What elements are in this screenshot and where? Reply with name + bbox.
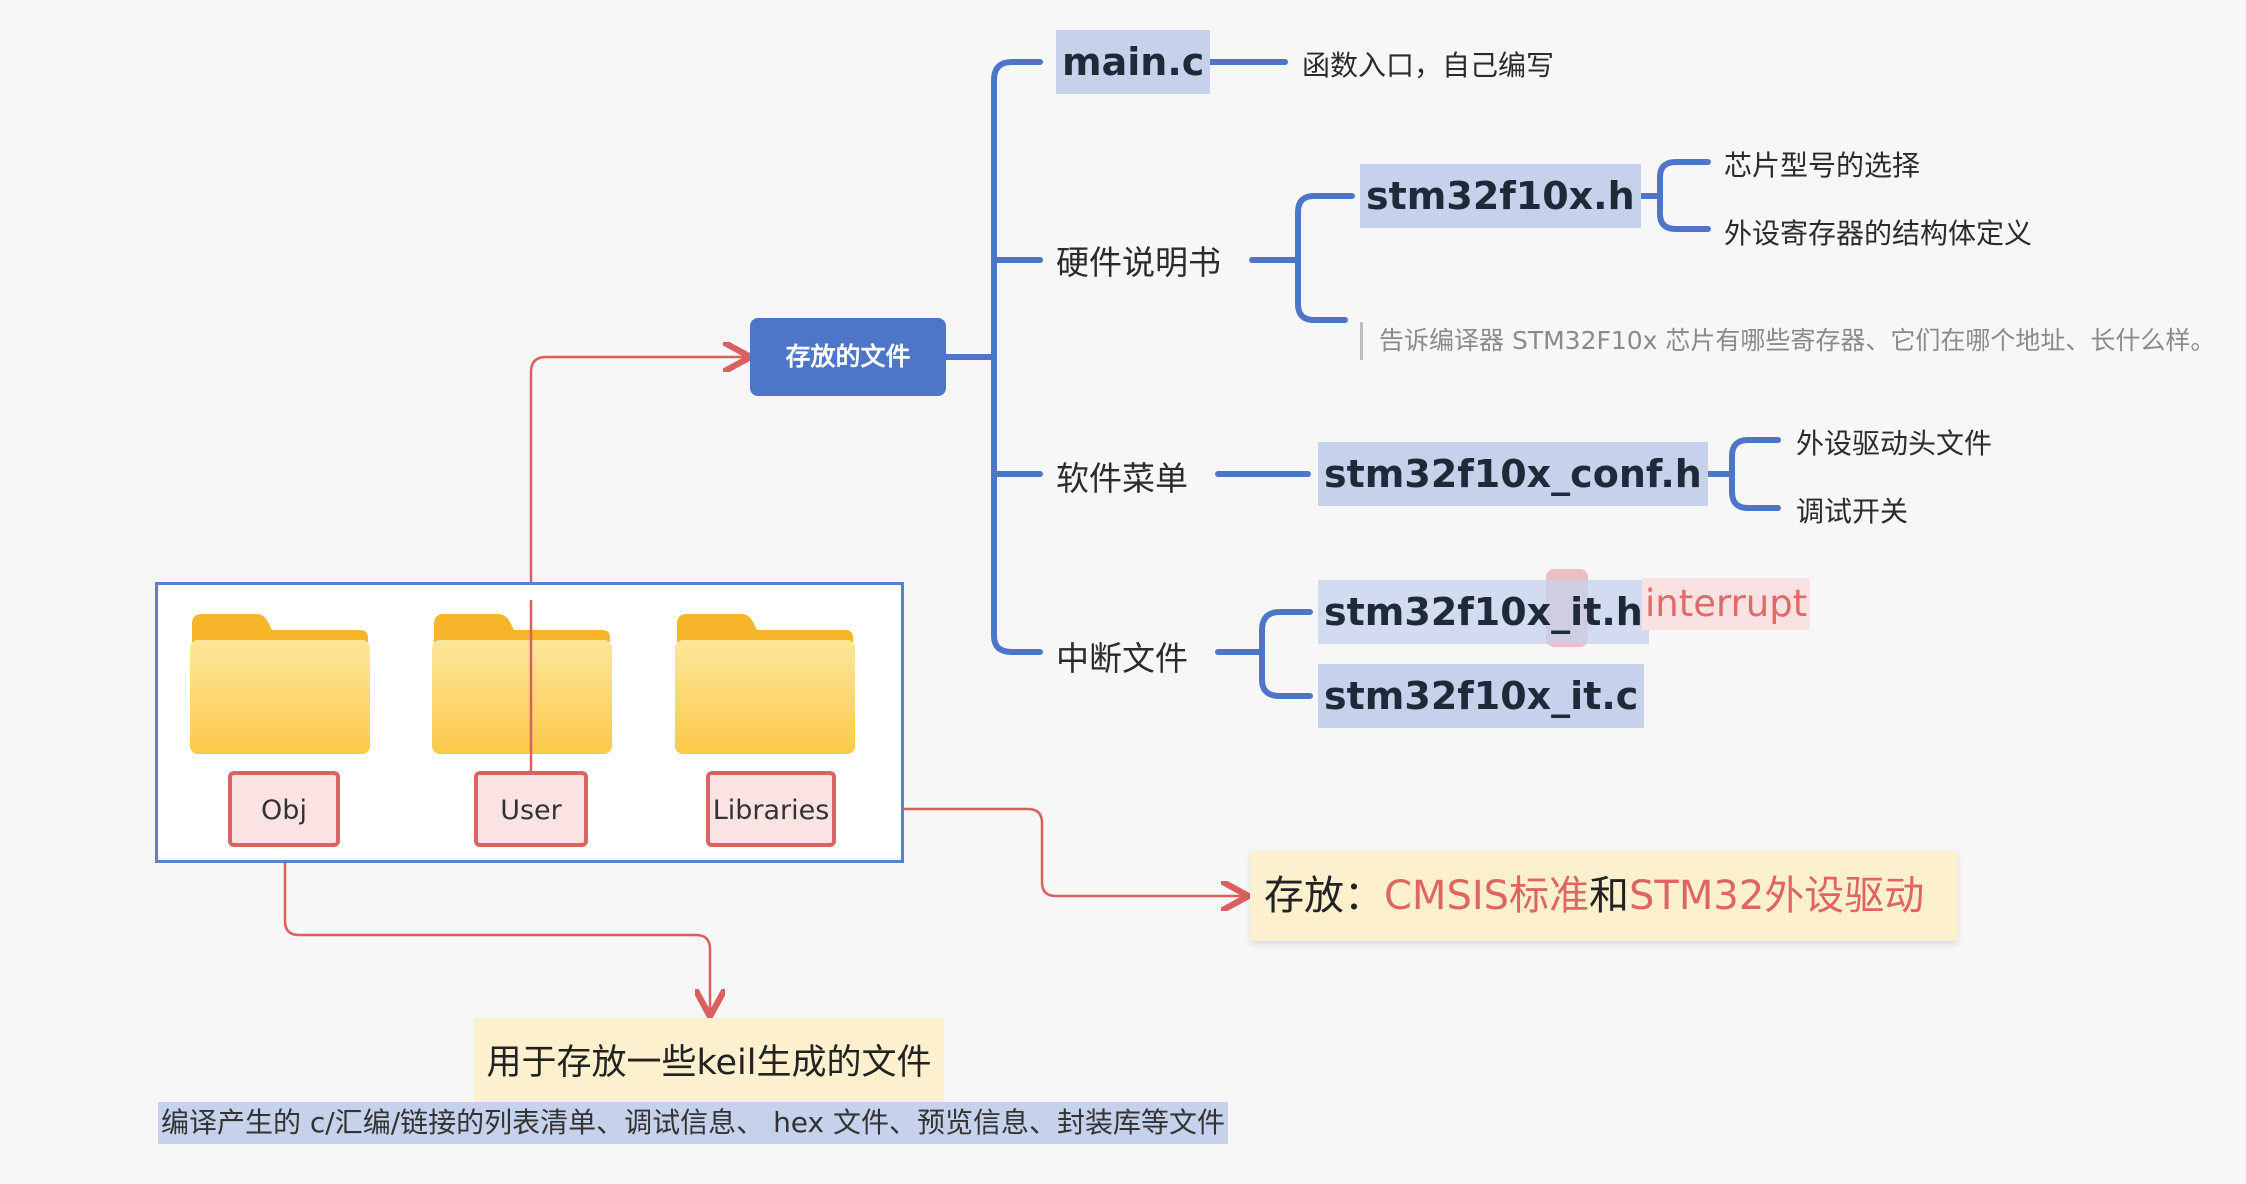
stm32f10x-it-c-node[interactable]: stm32f10x_it.c (1318, 664, 1645, 728)
connector-main-trunk (991, 59, 1043, 360)
stm32f10x-it-h-node[interactable]: stm32f10x_it.h (1318, 580, 1649, 644)
interrupt-files-node[interactable]: 中断文件 (1056, 639, 1188, 678)
connector-hwcode-up (1657, 159, 1711, 199)
libraries-desc-stm32: STM32外设驱动 (1629, 873, 1925, 919)
main-c-desc: 函数入口，自己编写 (1302, 49, 1555, 82)
folder-icon-user[interactable] (430, 610, 614, 756)
folder-label-user[interactable]: User (474, 771, 588, 847)
software-menu-node[interactable]: 软件菜单 (1056, 459, 1188, 498)
hw-item-chip-model: 芯片型号的选择 (1724, 149, 1921, 182)
main-c-node[interactable]: main.c (1056, 30, 1211, 94)
connector-interrupt (991, 471, 1043, 655)
connector-swcode-up (1729, 437, 1781, 477)
libraries-description: 存放：CMSIS标准和STM32外设驱动 (1250, 851, 1958, 941)
connector-hw-up (1295, 193, 1355, 263)
hardware-manual-node[interactable]: 硬件说明书 (1056, 243, 1221, 282)
stm32f10x-h-node[interactable]: stm32f10x.h (1360, 164, 1641, 228)
hw-item-register-struct: 外设寄存器的结构体定义 (1724, 217, 2033, 250)
connector-int-up (1259, 609, 1313, 655)
arrow-libraries-to-desc (840, 807, 1246, 896)
arrow-user-to-center (529, 357, 748, 771)
obj-description-title: 用于存放一些keil生成的文件 (474, 1018, 944, 1108)
libraries-desc-cmsis: CMSIS标准 (1384, 873, 1590, 919)
sw-item-driver-headers: 外设驱动头文件 (1796, 427, 1993, 460)
folder-icon-obj[interactable] (188, 610, 372, 756)
hw-note: 告诉编译器 STM32F10x 芯片有哪些寄存器、它们在哪个地址、长什么样。 (1360, 322, 2215, 360)
arrow-obj-to-desc (283, 850, 710, 1014)
folder-label-libraries[interactable]: Libraries (706, 771, 836, 847)
stm32f10x-conf-h-node[interactable]: stm32f10x_conf.h (1318, 442, 1708, 506)
folder-label-obj[interactable]: Obj (228, 771, 340, 847)
connector-hw-down (1295, 257, 1348, 323)
connector-hwcode-down (1657, 193, 1711, 232)
interrupt-tag: interrupt (1642, 578, 1811, 630)
folder-icon-libraries[interactable] (673, 610, 857, 756)
connector-int-down (1259, 649, 1313, 699)
sw-item-debug-switch: 调试开关 (1796, 495, 1909, 528)
connector-swcode-down (1729, 471, 1781, 511)
libraries-desc-conj: 和 (1589, 873, 1630, 919)
center-node-stored-files[interactable]: 存放的文件 (750, 318, 946, 396)
libraries-desc-prefix: 存放： (1264, 873, 1384, 919)
obj-description-detail: 编译产生的 c/汇编/链接的列表清单、调试信息、 hex 文件、预览信息、封装库… (158, 1102, 1229, 1144)
